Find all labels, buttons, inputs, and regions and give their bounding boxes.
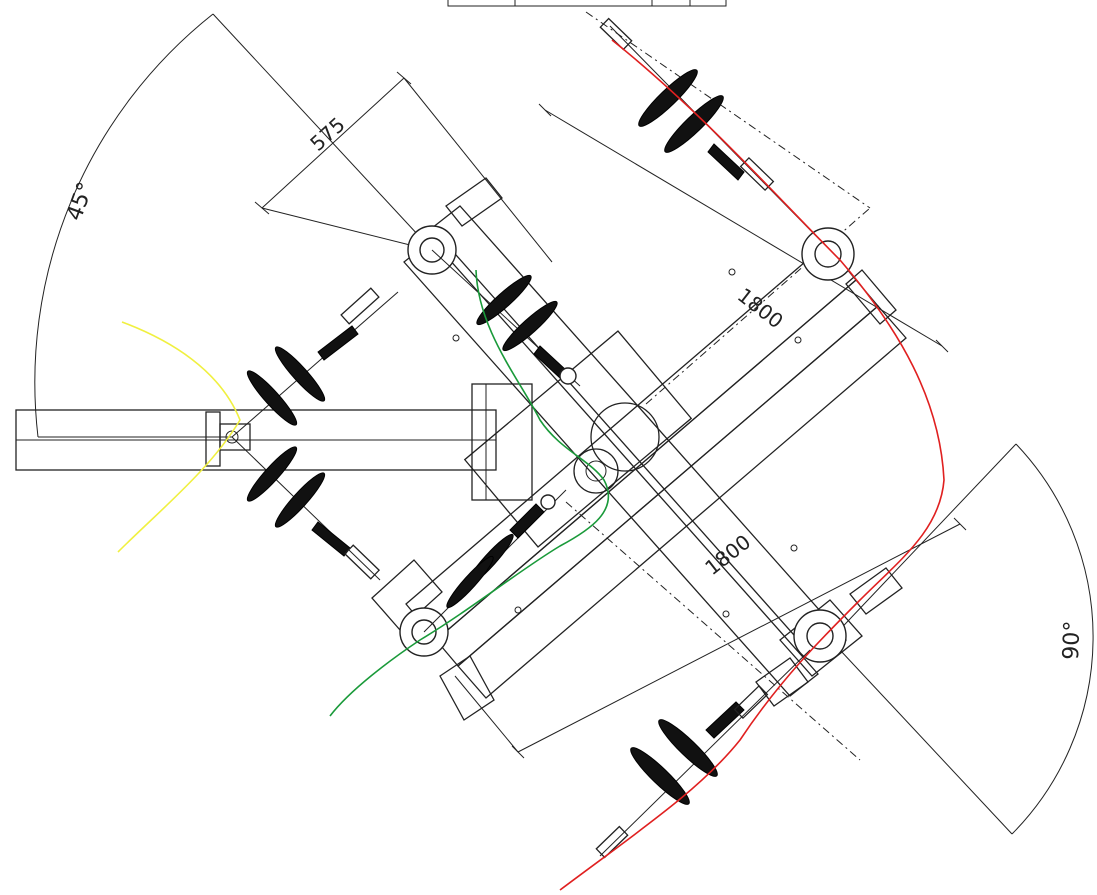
angle-label-45: 45° <box>62 179 99 224</box>
cable-red <box>559 39 945 891</box>
angle-label-90: 90° <box>1059 620 1085 660</box>
dimension-575: 575 <box>254 71 553 263</box>
cable-yellow <box>117 321 241 553</box>
angle-arc-90: 90° <box>829 443 1094 835</box>
pivot-rings <box>399 225 855 663</box>
angle-arc-45: 45° <box>34 13 433 438</box>
insulator-right-upper <box>599 17 821 241</box>
cable-green <box>329 269 610 717</box>
brackets <box>439 177 903 721</box>
insulator-inner-upper <box>431 249 581 387</box>
insulator-left-hub <box>205 411 251 467</box>
insulator-inner-lower <box>423 489 567 633</box>
title-block-fragment <box>447 0 727 7</box>
insulator-left-lower <box>231 436 381 581</box>
dimension-label-575: 575 <box>305 112 349 155</box>
insulator-left-upper <box>231 287 399 438</box>
dimension-label-1800-upper: 1800 <box>733 283 788 333</box>
insulator-right-lower <box>595 649 811 859</box>
support-beam <box>15 383 533 501</box>
